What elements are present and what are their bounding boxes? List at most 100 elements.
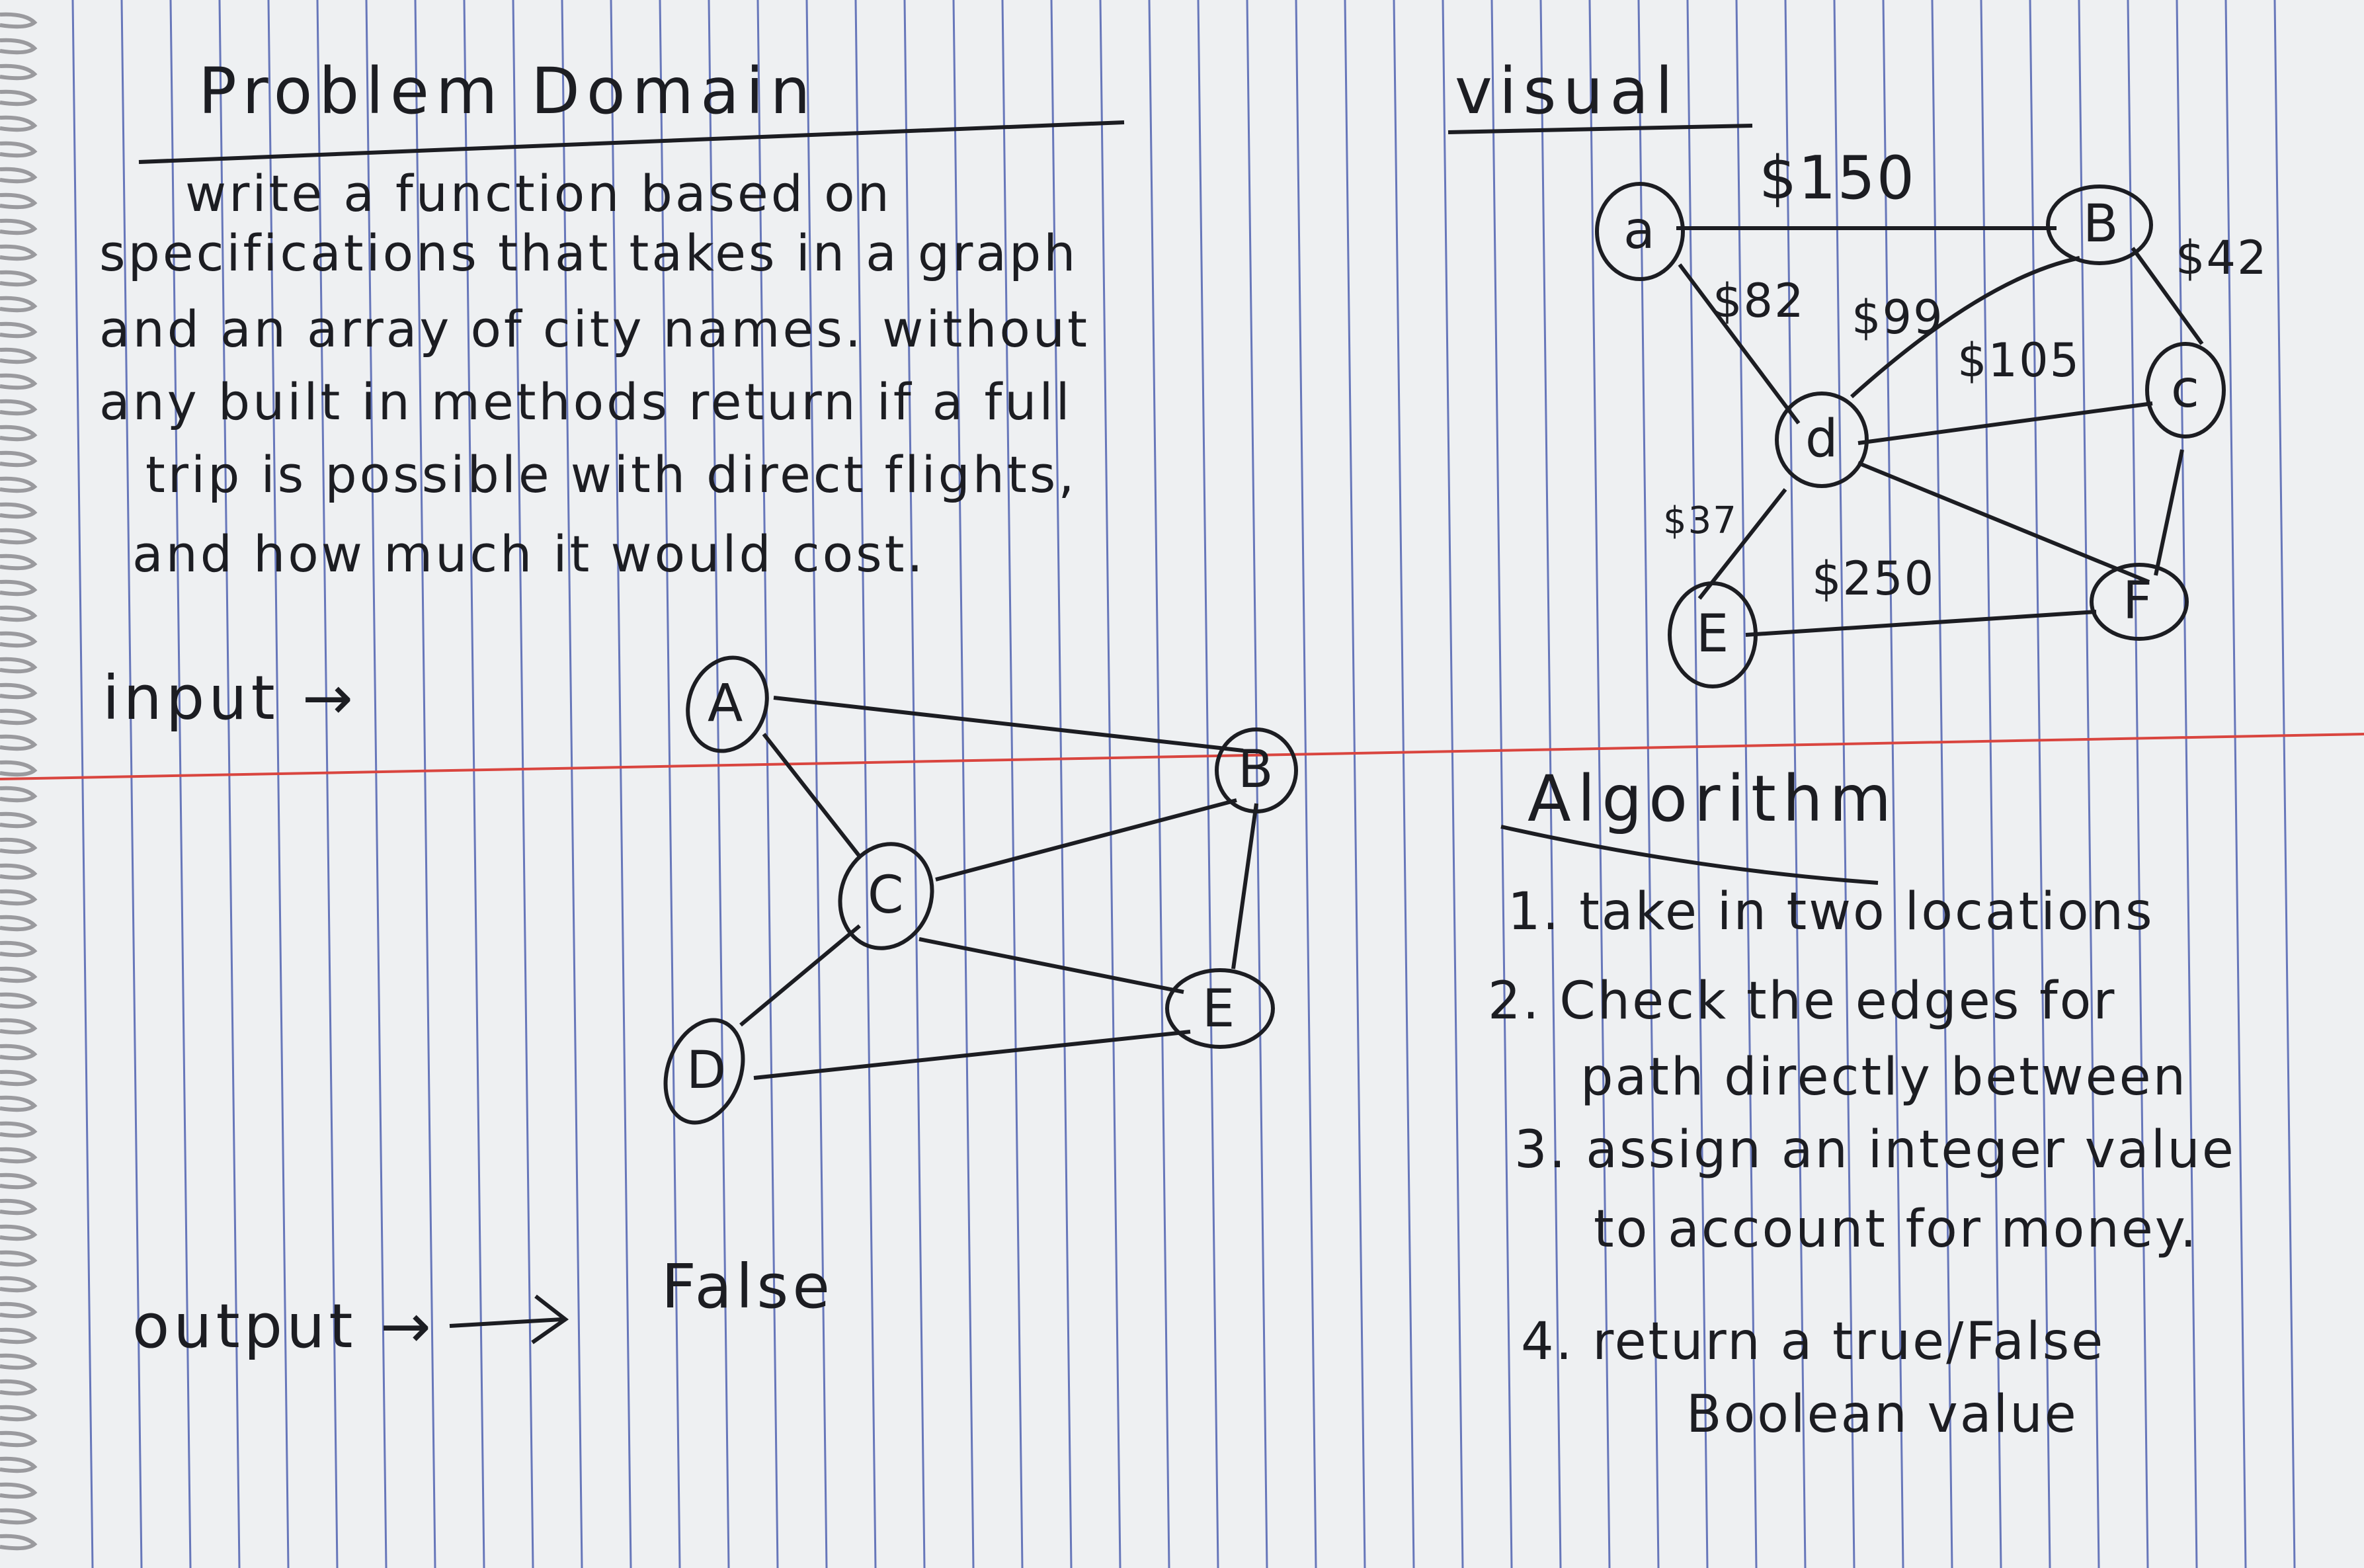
price-d-b-2: $105 <box>1957 333 2081 388</box>
rule-line <box>169 0 192 1568</box>
spiral-ring <box>0 1095 38 1112</box>
spiral-ring <box>0 1276 38 1293</box>
spiral-ring <box>0 167 38 184</box>
rule-line <box>2029 0 2051 1568</box>
output-arrow <box>449 1294 569 1344</box>
rule-line <box>708 0 730 1568</box>
edge-c-b <box>935 798 1237 882</box>
spiral-ring <box>0 1456 38 1473</box>
output-value: False <box>661 1251 834 1322</box>
rule-line <box>267 0 290 1568</box>
spiral-ring <box>0 192 38 210</box>
v-edge-b-c <box>2131 247 2204 345</box>
node-a-circle <box>686 655 769 753</box>
spiral-ring <box>0 863 38 880</box>
spiral-ring <box>0 760 38 777</box>
spiral-ring <box>0 1018 38 1035</box>
rule-line <box>1344 0 1366 1568</box>
spiral-ring <box>0 966 38 983</box>
visual-node-b: B <box>2083 194 2119 254</box>
node-b-circle <box>1215 727 1298 813</box>
input-node-e: E <box>1202 979 1235 1039</box>
v-edge-a-d <box>1678 263 1801 425</box>
rule-line <box>659 0 681 1568</box>
rule-line <box>2176 0 2198 1568</box>
v-edge-d-b <box>1850 256 2080 399</box>
rule-line <box>805 0 828 1568</box>
edge-b-e <box>1231 803 1258 970</box>
rule-line <box>1735 0 1758 1568</box>
spiral-ring <box>0 1379 38 1396</box>
rule-line <box>854 0 877 1568</box>
algorithm-underline <box>1500 825 1879 885</box>
spiral-ring <box>0 1224 38 1241</box>
algorithm-step-3-cont: to account for money. <box>1594 1200 2199 1259</box>
spiral-ring <box>0 476 38 493</box>
spiral-ring <box>0 682 38 700</box>
rule-line <box>316 0 339 1568</box>
algorithm-heading: Algorithm <box>1528 762 1898 836</box>
problem-line-6: and how much it would cost. <box>132 524 926 583</box>
rule-line <box>1490 0 1513 1568</box>
edge-c-d <box>739 924 861 1027</box>
problem-line-3: and an array of city names. without <box>99 300 1090 358</box>
problem-line-5: trip is possible with direct flights, <box>145 445 1077 504</box>
v-node-f-circle <box>2090 563 2189 641</box>
algorithm-step-2: 2. Check the edges for <box>1488 971 2117 1031</box>
v-edge-d-e <box>1697 488 1787 600</box>
v-edge-c-f <box>2154 449 2184 576</box>
v-edge-e-f <box>1745 610 2097 637</box>
spiral-ring <box>0 708 38 725</box>
spiral-ring <box>0 244 38 261</box>
rule-line <box>1295 0 1317 1568</box>
ruled-lines <box>71 0 2296 1568</box>
spiral-ring <box>0 915 38 932</box>
heading-underline <box>138 120 1125 164</box>
spiral-ring <box>0 554 38 571</box>
spiral-ring <box>0 657 38 674</box>
spiral-ring <box>0 605 38 622</box>
algorithm-step-4-cont: Boolean value <box>1686 1385 2078 1444</box>
spiral-ring <box>0 63 38 81</box>
spiral-ring <box>0 734 38 751</box>
rule-line <box>2273 0 2296 1568</box>
spiral-ring <box>0 1173 38 1190</box>
spiral-ring <box>0 218 38 235</box>
spiral-ring <box>0 89 38 106</box>
edge-a-c <box>762 733 862 858</box>
spiral-ring <box>0 837 38 854</box>
visual-heading: visual <box>1455 54 1680 128</box>
rule-line <box>512 0 534 1568</box>
spiral-ring <box>0 502 38 519</box>
spiral-ring <box>0 12 38 29</box>
rule-line <box>756 0 779 1568</box>
v-node-a-circle <box>1595 182 1685 281</box>
spiral-ring <box>0 1121 38 1138</box>
spiral-binding <box>0 12 38 1551</box>
node-e-circle <box>1165 968 1275 1049</box>
rule-line <box>71 0 94 1568</box>
rule-line <box>1001 0 1024 1568</box>
spiral-ring <box>0 141 38 158</box>
rule-line <box>1197 0 1219 1568</box>
rule-line <box>1246 0 1268 1568</box>
visual-graph <box>1595 182 2226 688</box>
input-node-c: C <box>868 866 904 925</box>
visual-node-c: c <box>2171 360 2199 419</box>
spiral-ring <box>0 811 38 829</box>
algorithm-step-3: 3. assign an integer value <box>1514 1120 2236 1180</box>
price-a-b: $150 <box>1759 144 1916 213</box>
input-label: input → <box>102 663 357 733</box>
spiral-ring <box>0 270 38 287</box>
rule-line <box>1148 0 1170 1568</box>
rule-line <box>1637 0 1660 1568</box>
node-d-circle <box>663 1018 745 1125</box>
spiral-ring <box>0 1482 38 1499</box>
spiral-ring <box>0 992 38 1009</box>
rule-line <box>1393 0 1415 1568</box>
spiral-ring <box>0 1250 38 1267</box>
spiral-ring <box>0 579 38 597</box>
visual-node-d: d <box>1805 409 1838 469</box>
rule-line <box>1980 0 2002 1568</box>
